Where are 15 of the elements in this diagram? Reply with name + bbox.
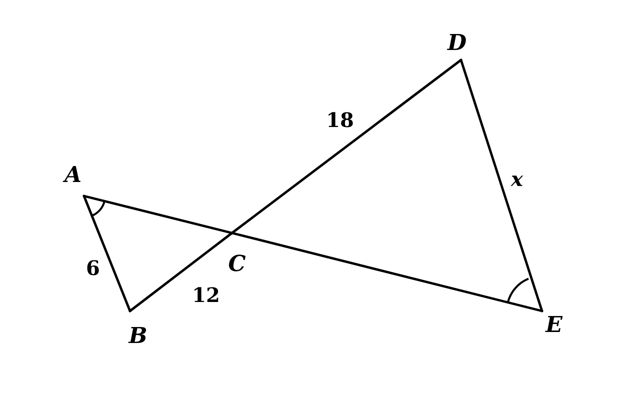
vertex-label: D xyxy=(447,32,467,54)
line-segment xyxy=(128,232,234,312)
line-segment xyxy=(82,194,132,312)
edge-label: 12 xyxy=(192,285,220,305)
line-segment xyxy=(230,58,462,234)
edge-label: 6 xyxy=(86,258,100,278)
vertex-label: C xyxy=(228,253,246,275)
vertex-label: B xyxy=(128,325,148,347)
vertex-label: E xyxy=(546,314,562,336)
line-segment xyxy=(230,232,544,312)
vertex-label: A xyxy=(64,164,82,186)
edge-label: 18 xyxy=(326,110,354,130)
edge-label: x xyxy=(511,169,523,189)
line-segment xyxy=(82,194,234,234)
line-segment xyxy=(460,58,544,312)
